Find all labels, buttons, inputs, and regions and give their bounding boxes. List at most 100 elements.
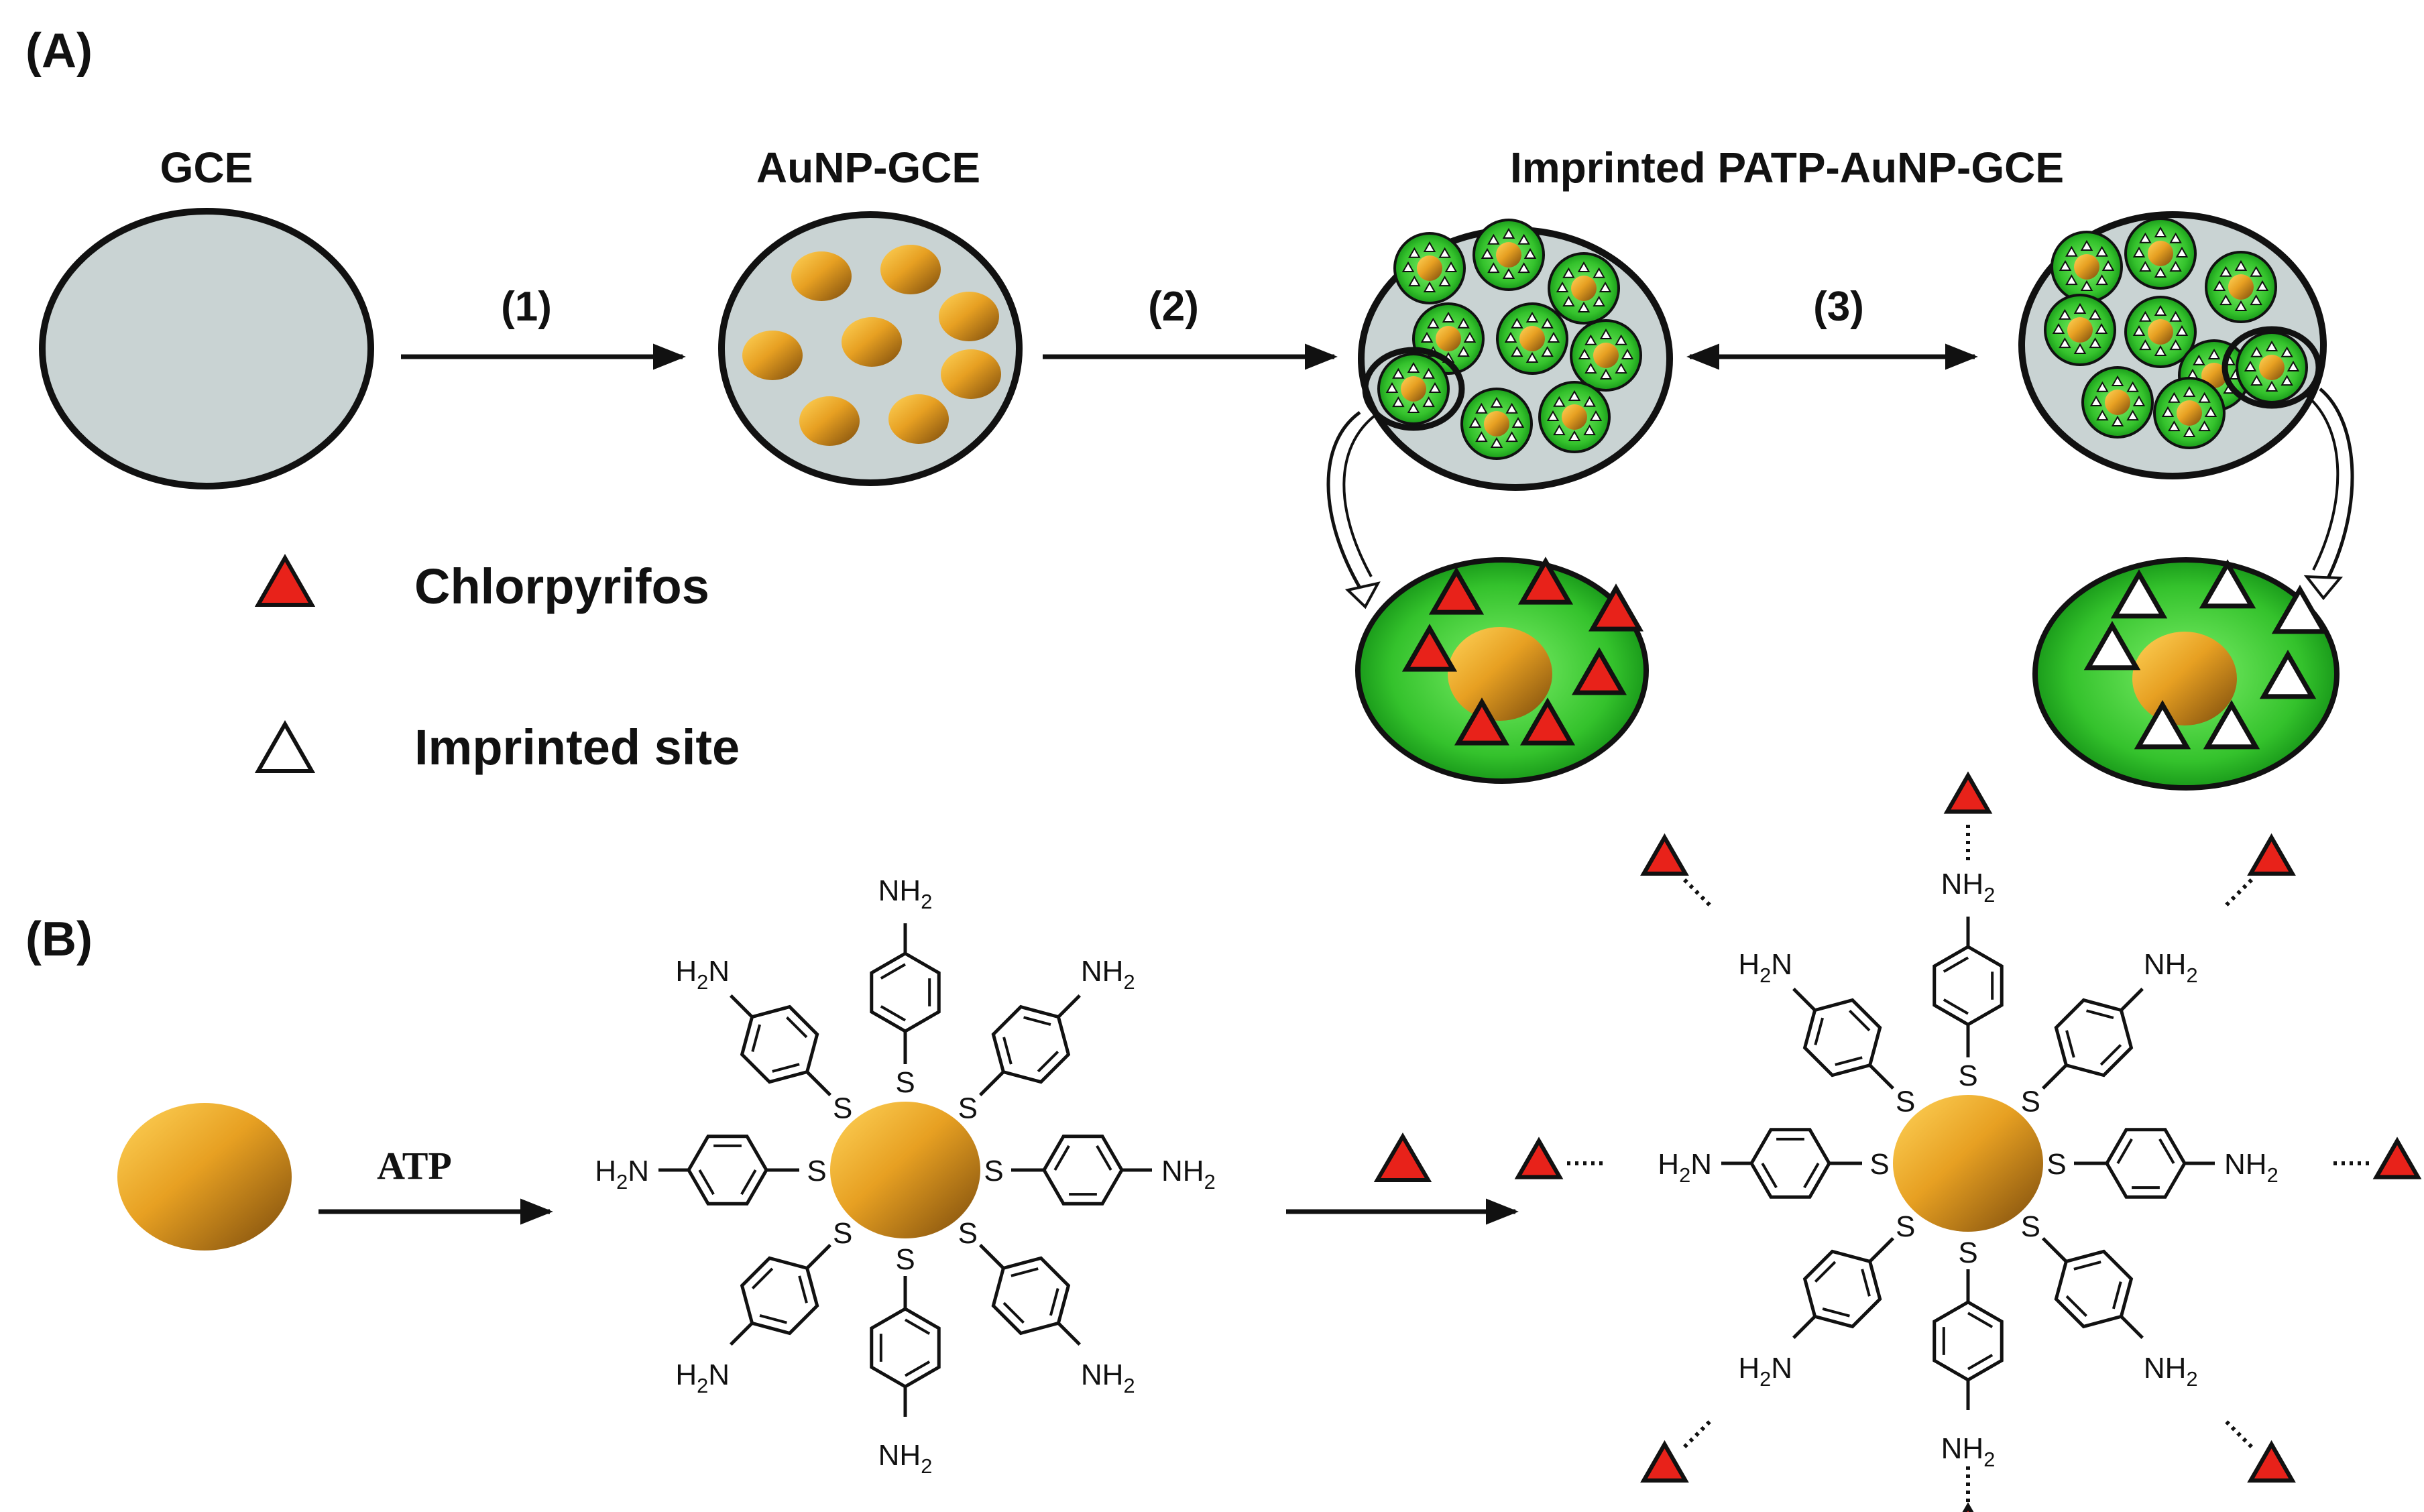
benzene-double-bond: [751, 1024, 762, 1052]
benzene-double-bond: [2065, 1030, 2075, 1058]
stage-label-imprinted: Imprinted PATP-AuNP-GCE: [1510, 143, 2064, 192]
site-cavity-icon: [2198, 420, 2211, 432]
sulfur-atom-label: S: [958, 1217, 978, 1250]
amine-group-label: NH2: [1081, 1358, 1135, 1397]
zoom-arrow-right: [2319, 388, 2354, 585]
benzene-double-bond: [1002, 1301, 1025, 1324]
site-cavity-icon: [2132, 246, 2146, 257]
site-cavity-icon: [1517, 262, 1530, 274]
imprinted-cavity-icon: [2083, 620, 2141, 671]
site-cavity-icon: [2126, 381, 2139, 392]
site-cavity-icon: [2059, 308, 2071, 320]
site-cavity-icon: [2234, 300, 2248, 311]
benzene-double-bond: [740, 1169, 757, 1196]
site-cavity-icon: [2089, 337, 2101, 349]
site-cavity-icon: [2089, 395, 2103, 406]
amine-group-label: NH2: [878, 874, 933, 913]
site-cavity-icon: [1468, 416, 1482, 428]
bound-chlorpyrifos-icon: [2247, 833, 2296, 876]
site-cavity-icon: [1457, 317, 1470, 329]
benzene-double-bond: [880, 1005, 907, 1022]
sulfur-atom-label: S: [1869, 1148, 1889, 1181]
legend-white-triangle-icon: [254, 719, 316, 773]
imprinted-cavity-icon: [2110, 569, 2168, 619]
zoomed-gold-core-left: [1448, 627, 1552, 721]
amine-group-label: H2N: [1738, 948, 1792, 987]
ring-amine-bond: [2120, 1315, 2144, 1339]
panel-b-label: (B): [25, 913, 93, 966]
atp-reagent-label: ATP: [377, 1144, 452, 1187]
site-cavity-icon: [2175, 325, 2189, 336]
sulfur-atom-label: S: [984, 1155, 1003, 1187]
sulfur-atom-label: S: [1896, 1086, 1915, 1118]
benzene-double-bond: [1967, 1354, 1994, 1371]
site-gold-core: [1519, 326, 1545, 351]
site-cavity-icon: [2139, 232, 2152, 243]
site-cavity-icon: [1407, 361, 1420, 373]
benzene-double-bond: [772, 1063, 800, 1073]
site-cavity-icon: [2139, 339, 2152, 351]
sulfur-atom-label: S: [895, 1243, 915, 1276]
chlorpyrifos-molecule-icon: [1571, 647, 1627, 695]
site-cavity-icon: [1475, 431, 1488, 443]
step-3-label: (3): [1813, 284, 1864, 330]
site-cavity-icon: [2169, 261, 2182, 272]
amine-group-label: NH2: [2224, 1148, 2278, 1187]
hydrogen-bond-dots: [1682, 877, 1711, 907]
sulfur-atom-label: S: [1958, 1059, 1977, 1092]
chlorpyrifos-molecule-icon: [1588, 583, 1644, 632]
benzene-double-bond: [2099, 1044, 2122, 1066]
benzene-ring: [2054, 998, 2134, 1078]
site-gold-core: [2148, 319, 2173, 345]
chlorpyrifos-molecule-icon: [1428, 567, 1485, 615]
site-cavity-icon: [1423, 241, 1436, 252]
site-cavity-icon: [2183, 386, 2196, 397]
site-cavity-icon: [1553, 396, 1566, 407]
amine-group-label: NH2: [1161, 1155, 1216, 1194]
benzene-double-bond: [1053, 1145, 1070, 1171]
site-cavity-icon: [1408, 247, 1421, 258]
site-cavity-icon: [2161, 406, 2175, 417]
site-cavity-icon: [1578, 348, 1591, 359]
amine-group-label: NH2: [2144, 1352, 2198, 1391]
benzene-double-bond: [1049, 1288, 1059, 1316]
benzene-ring: [991, 1256, 1071, 1336]
site-cavity-icon: [1568, 390, 1581, 401]
site-cavity-icon: [2168, 392, 2181, 403]
site-cavity-icon: [2052, 323, 2065, 334]
site-cavity-icon: [2256, 280, 2269, 291]
site-cavity-icon: [2250, 346, 2263, 357]
legend-red-triangle-icon: [254, 553, 316, 607]
imprinted-cavity-icon: [2203, 699, 2260, 750]
benzene-double-bond: [904, 1318, 931, 1335]
ring-amine-bond: [2120, 988, 2144, 1012]
zoomed-gold-core-right: [2132, 632, 2237, 725]
site-cavity-icon: [1487, 233, 1500, 245]
amine-group-label: H2N: [675, 1358, 730, 1397]
site-cavity-icon: [1502, 268, 1515, 279]
benzene-double-bond: [2112, 1281, 2122, 1310]
site-cavity-icon: [2244, 360, 2257, 371]
site-gold-core: [1417, 255, 1442, 281]
ring-amine-bond: [730, 1322, 754, 1346]
sulfur-atom-label: S: [895, 1066, 915, 1099]
site-cavity-icon: [1422, 396, 1435, 408]
benzene-double-bond: [1011, 1267, 1039, 1277]
benzene-double-bond: [1803, 1162, 1820, 1189]
site-cavity-icon: [1547, 331, 1560, 343]
amine-group-label: H2N: [1738, 1352, 1792, 1391]
site-cavity-icon: [1568, 430, 1581, 441]
site-cavity-icon: [1407, 402, 1420, 413]
site-cavity-icon: [1438, 247, 1451, 258]
ring-amine-bond: [1057, 1322, 1081, 1346]
ring-amine-bond: [1792, 1315, 1816, 1339]
site-cavity-icon: [2132, 325, 2146, 336]
site-cavity-icon: [2250, 294, 2262, 306]
zoom-circle-right: [2221, 326, 2322, 409]
site-cavity-icon: [2101, 259, 2115, 271]
ring-amine-bond: [730, 994, 754, 1019]
bound-chlorpyrifos-icon: [1943, 771, 1993, 814]
hydrogen-bond-dots: [2225, 1420, 2254, 1450]
site-cavity-icon: [2204, 406, 2217, 417]
